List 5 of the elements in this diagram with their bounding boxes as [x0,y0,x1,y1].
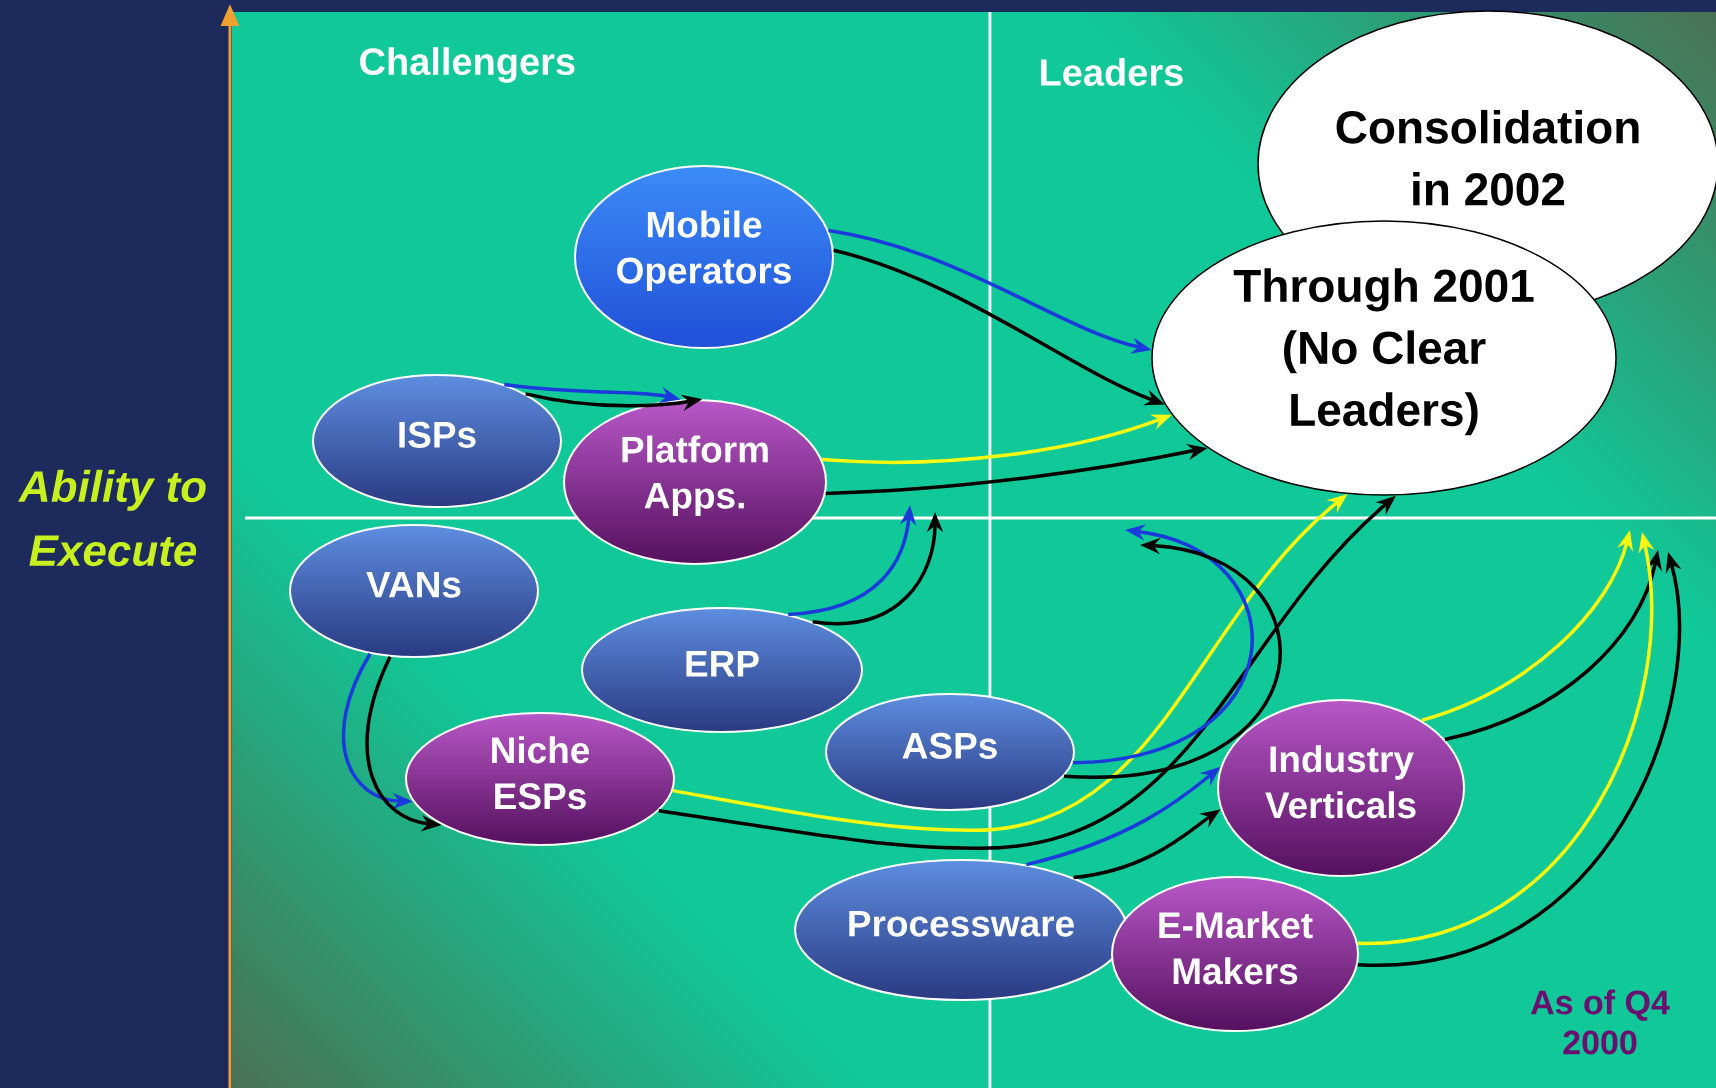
quadrant-title: Challengers [360,47,575,83]
axis-label: Ability to Execute [18,469,206,567]
quadrant-title: Leaders [1041,58,1183,86]
date-note: As of Q4 2000 [1530,989,1670,1055]
node-label: Consolidation in 2002 [1336,109,1639,206]
